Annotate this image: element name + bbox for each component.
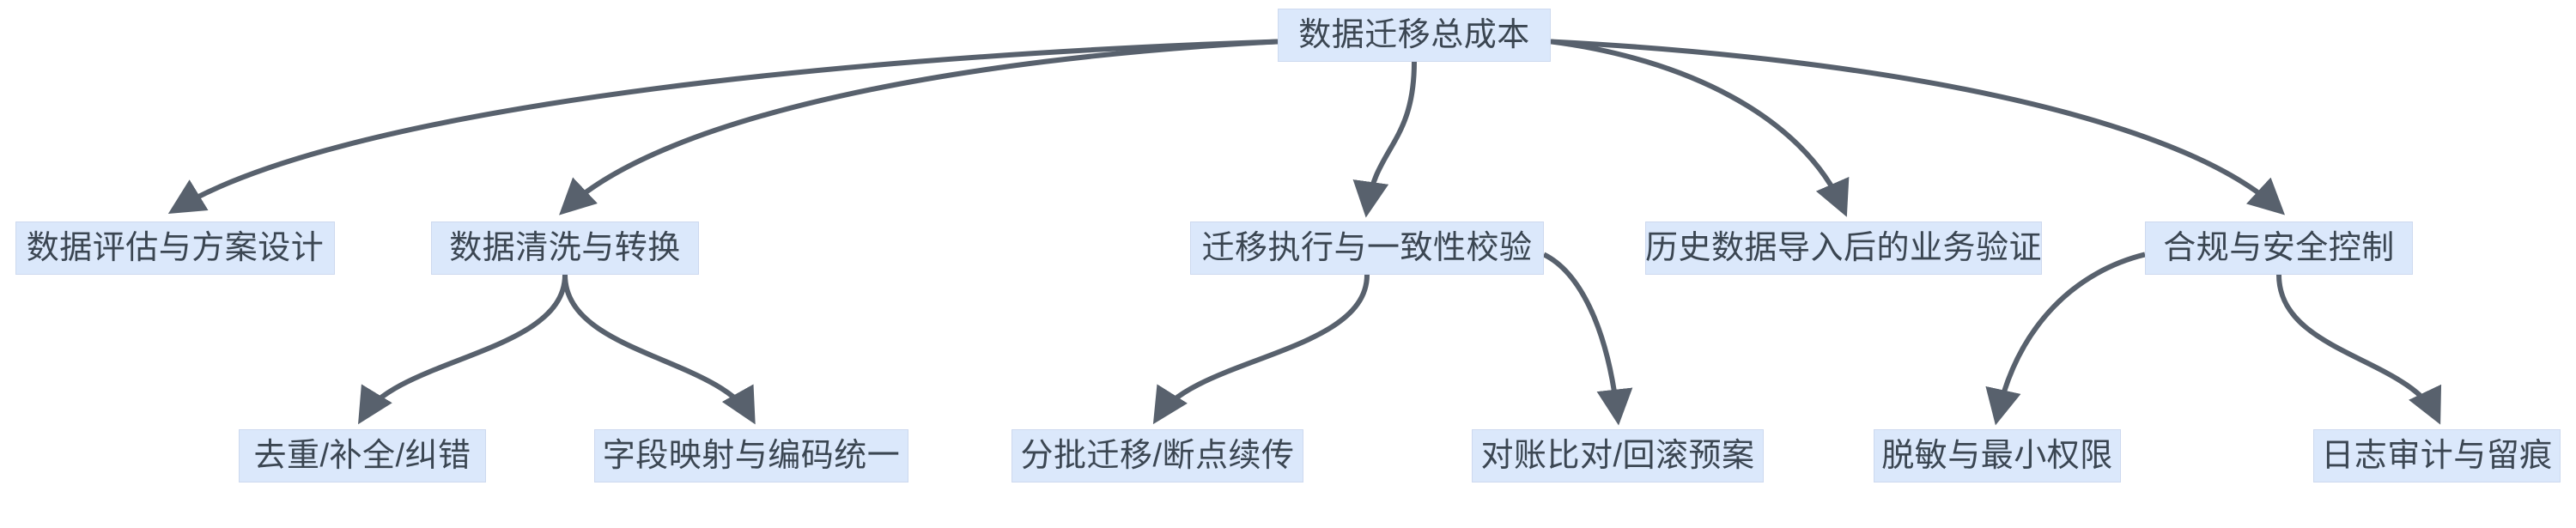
node-b3[interactable]: 迁移执行与一致性校验 [1190, 222, 1544, 275]
node-l4[interactable]: 对账比对/回滚预案 [1472, 429, 1764, 482]
node-label-l2: 字段映射与编码统一 [602, 438, 901, 474]
node-b4[interactable]: 历史数据导入后的业务验证 [1645, 222, 2042, 275]
node-label-b2: 数据清洗与转换 [449, 230, 681, 266]
node-label-b1: 数据评估与方案设计 [26, 230, 325, 266]
node-label-b4: 历史数据导入后的业务验证 [1645, 230, 2043, 266]
node-l2[interactable]: 字段映射与编码统一 [594, 429, 908, 482]
node-root[interactable]: 数据迁移总成本 [1278, 9, 1551, 62]
node-label-root: 数据迁移总成本 [1298, 17, 1530, 53]
edge-b2-to-l1 [357, 274, 568, 425]
node-label-l4: 对账比对/回滚预案 [1480, 438, 1755, 474]
node-b2[interactable]: 数据清洗与转换 [431, 222, 699, 275]
edge-root-to-b3 [1352, 61, 1417, 218]
edge-b2-to-l2 [562, 274, 756, 425]
node-b5[interactable]: 合规与安全控制 [2145, 222, 2413, 275]
node-l3[interactable]: 分批迁移/断点续传 [1012, 429, 1303, 482]
edge-root-to-b1 [167, 39, 1279, 215]
node-l5[interactable]: 脱敏与最小权限 [1874, 429, 2121, 482]
node-b1[interactable]: 数据评估与方案设计 [15, 222, 335, 275]
edge-b5-to-l6 [2276, 274, 2441, 425]
node-l1[interactable]: 去重/补全/纠错 [239, 429, 486, 482]
node-l6[interactable]: 日志审计与留痕 [2313, 429, 2561, 482]
edge-b3-to-l3 [1152, 274, 1370, 425]
node-label-l1: 去重/补全/纠错 [253, 438, 471, 474]
node-label-l5: 脱敏与最小权限 [1881, 438, 2113, 474]
node-label-l3: 分批迁移/断点续传 [1020, 438, 1295, 474]
edge-root-to-b5 [1550, 39, 2286, 215]
edge-b5-to-l5 [1985, 252, 2146, 426]
edge-b3-to-l4 [1542, 252, 1633, 426]
node-label-b3: 迁移执行与一致性校验 [1201, 230, 1533, 266]
edge-root-to-b2 [559, 39, 1279, 215]
node-label-l6: 日志审计与留痕 [2321, 438, 2553, 474]
node-label-b5: 合规与安全控制 [2163, 230, 2395, 266]
edge-root-to-b4 [1550, 39, 1850, 217]
